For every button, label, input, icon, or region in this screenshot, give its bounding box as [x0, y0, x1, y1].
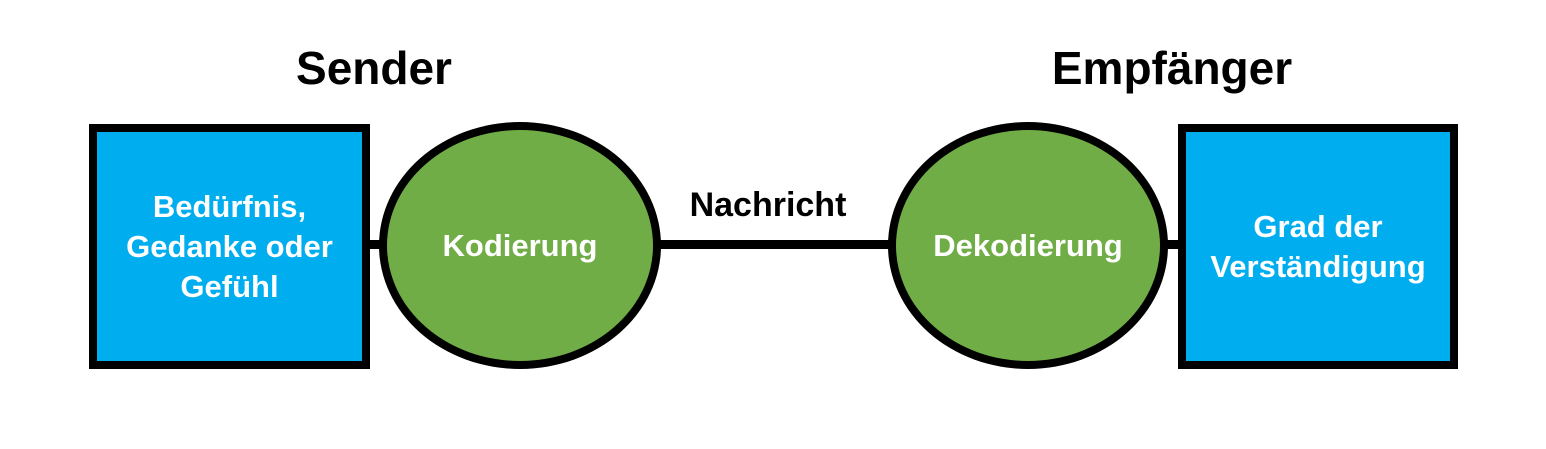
need-thought-feeling-box: Bedürfnis, Gedanke oder Gefühl: [89, 124, 370, 369]
encoding-label: Kodierung: [442, 227, 598, 263]
connector-box-to-encoding: [365, 240, 387, 249]
message-channel-line: [652, 240, 896, 249]
encoding-ellipse: Kodierung: [379, 122, 661, 369]
decoding-ellipse: Dekodierung: [888, 122, 1168, 369]
receiver-heading: Empfänger: [1051, 42, 1293, 94]
connector-decoding-to-box: [1160, 240, 1184, 249]
degree-of-understanding-label: Grad der Verständigung: [1210, 208, 1426, 284]
decoding-label: Dekodierung: [933, 227, 1123, 263]
message-label: Nachricht: [689, 186, 847, 224]
need-thought-feeling-label: Bedürfnis, Gedanke oder Gefühl: [126, 188, 333, 304]
sender-heading: Sender: [296, 42, 452, 94]
degree-of-understanding-box: Grad der Verständigung: [1178, 124, 1458, 369]
